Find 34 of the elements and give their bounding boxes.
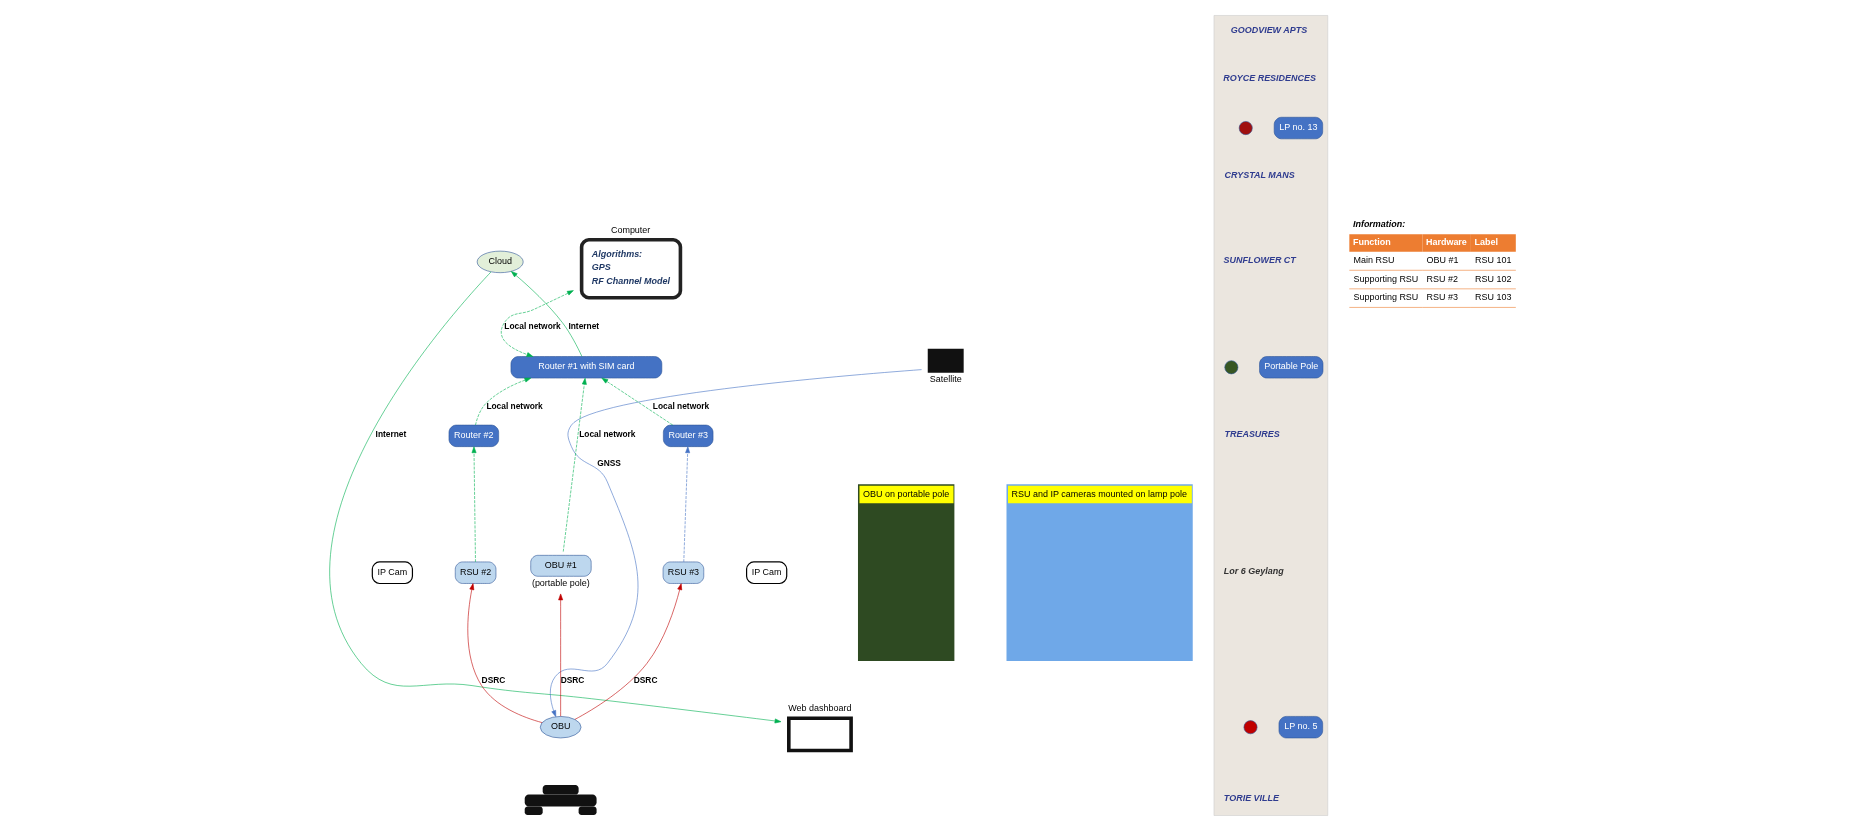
label: OBU #1 [1426, 255, 1459, 266]
label: Label [1474, 236, 1498, 247]
edge-label: GNSS [597, 457, 621, 468]
label: Main RSU [1353, 255, 1395, 266]
label: TORIE VILLE [1223, 793, 1280, 804]
label: ROYCE RESIDENCES [1223, 73, 1316, 84]
node-label: (portable pole) [531, 577, 590, 588]
label: Hardware [1425, 236, 1467, 247]
edge-label: Local network [504, 320, 561, 331]
label: SUNFLOWER CT [1223, 255, 1296, 266]
edge-label: Local network [486, 401, 543, 412]
label: RSU 101 [1475, 255, 1512, 266]
node-label: Computer [610, 224, 651, 235]
label: Information: [1352, 219, 1406, 230]
label: RSU #2 [1426, 273, 1458, 284]
label: Lor 6 Geylang [1223, 566, 1284, 577]
edge-label: DSRC [481, 674, 506, 685]
label: GOODVIEW APTS [1230, 24, 1308, 35]
edge-label: DSRC [560, 674, 585, 685]
label: Supporting RSU [1353, 273, 1419, 284]
edge-label: DSRC [633, 674, 658, 685]
label: TREASURES [1224, 429, 1280, 440]
edge-label: Local network [652, 401, 710, 412]
node-label: Web dashboard [788, 703, 852, 714]
label: RSU 102 [1475, 273, 1512, 284]
node-label: Satellite [929, 374, 962, 385]
edge-label: Internet [375, 429, 407, 440]
label: RSU 103 [1475, 292, 1512, 303]
label: RSU #3 [1426, 292, 1458, 303]
label: Function [1352, 236, 1391, 247]
label: CRYSTAL MANS [1224, 170, 1295, 181]
edge-label: Internet [568, 320, 600, 331]
edge-label: Local network [579, 429, 636, 440]
label: Supporting RSU [1353, 292, 1419, 303]
